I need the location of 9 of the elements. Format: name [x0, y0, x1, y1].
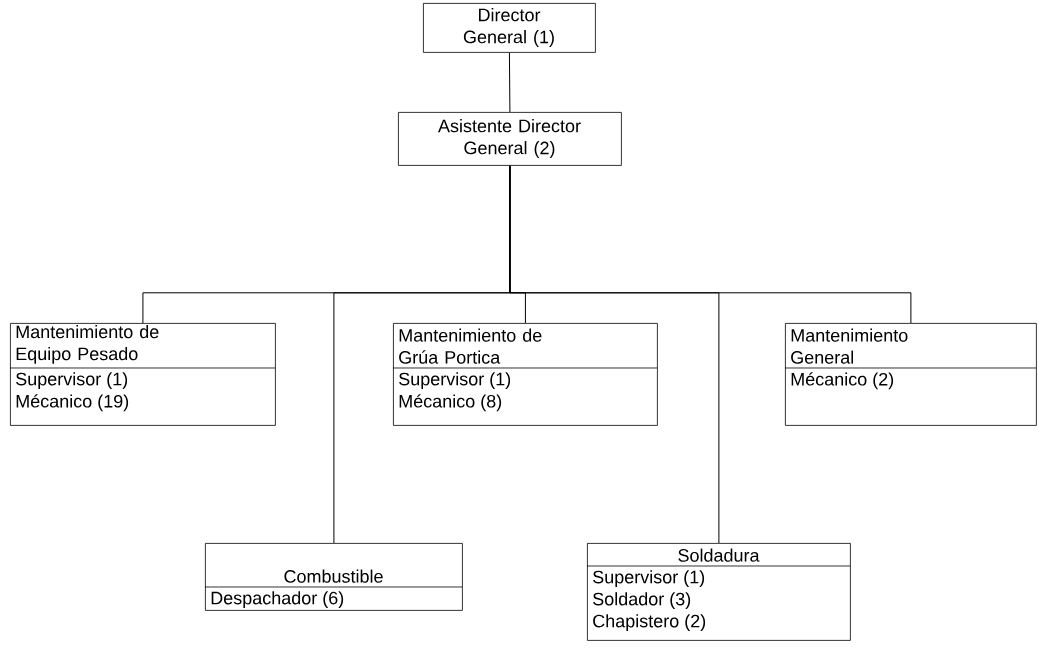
connector-line — [509, 165, 912, 324]
org-box: Mantenimiento de Equipo Pesado Supervisor (1) Mécanico (19) — [9, 323, 276, 426]
org-box: Mantenimiento de Grúa Portica Supervisor (1) Mécanico (8) — [392, 323, 658, 426]
org-box: Mantenimiento General Mécanico (2) — [784, 323, 1037, 426]
org-box: Combustible Despachador (6) — [204, 543, 463, 611]
org-box: Asistente Director General (2) — [398, 112, 622, 166]
org-box: Director General (1) — [423, 3, 596, 53]
org-box: Soldadura Supervisor (1) Soldador (3) Chapistero (2) — [586, 543, 851, 641]
connector-line — [508, 52, 511, 113]
